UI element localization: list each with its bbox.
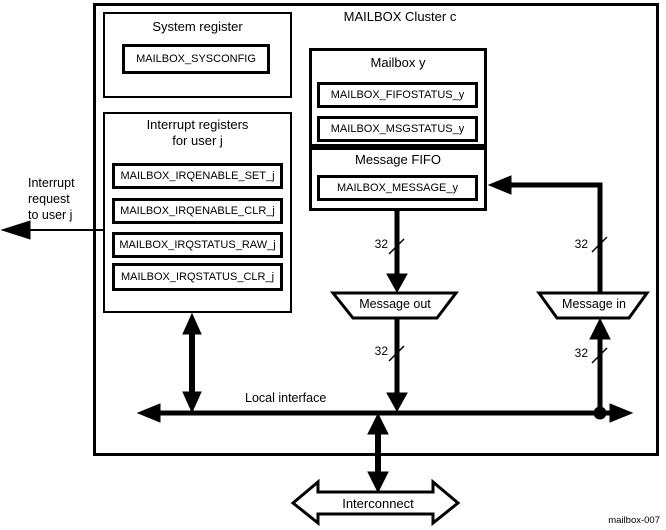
register-irqenable-set: MAILBOX_IRQENABLE_SET_j bbox=[112, 163, 283, 189]
local-interface-label: Local interface bbox=[245, 391, 327, 405]
register-message: MAILBOX_MESSAGE_y bbox=[317, 175, 478, 201]
register-irqstatus-raw: MAILBOX_IRQSTATUS_RAW_j bbox=[112, 232, 283, 258]
message-out-label: Message out bbox=[359, 297, 431, 311]
bus-width-label-in-upper: 32 bbox=[574, 237, 588, 251]
interrupt-request-label-line3: to user j bbox=[28, 208, 73, 222]
interrupt-registers-title: Interrupt registers for user j bbox=[103, 117, 292, 149]
mailbox-y-title: Mailbox y bbox=[370, 55, 426, 70]
interrupt-registers-title-line2: for user j bbox=[172, 133, 223, 148]
register-mailbox-sysconfig: MAILBOX_SYSCONFIG bbox=[122, 44, 270, 74]
bus-width-label-out-upper: 32 bbox=[374, 237, 388, 251]
interrupt-request-label-line2: request bbox=[28, 192, 70, 206]
register-fifostatus: MAILBOX_FIFOSTATUS_y bbox=[317, 82, 478, 108]
interrupt-request-label: Interrupt request to user j bbox=[28, 175, 75, 223]
system-register-title: System register bbox=[152, 19, 243, 34]
cluster-title: MAILBOX Cluster c bbox=[343, 9, 457, 24]
interrupt-registers-title-line1: Interrupt registers bbox=[146, 117, 249, 132]
interconnect-label: Interconnect bbox=[342, 496, 414, 511]
figure-id: mailbox-007 bbox=[608, 515, 660, 526]
bus-width-label-in-lower: 32 bbox=[574, 346, 588, 360]
bus-width-label-out-lower: 32 bbox=[374, 344, 388, 358]
register-irqstatus-clr: MAILBOX_IRQSTATUS_CLR_j bbox=[112, 263, 283, 291]
interrupt-request-arrowhead-icon bbox=[0, 220, 31, 240]
message-fifo-title: Message FIFO bbox=[355, 152, 441, 167]
interconnect-link-down-arrowhead-icon bbox=[367, 471, 389, 494]
message-in-label: Message in bbox=[562, 297, 626, 311]
register-msgstatus: MAILBOX_MSGSTATUS_y bbox=[317, 116, 478, 142]
interrupt-request-label-line1: Interrupt bbox=[28, 176, 75, 190]
register-irqenable-clr: MAILBOX_IRQENABLE_CLR_j bbox=[112, 198, 283, 224]
